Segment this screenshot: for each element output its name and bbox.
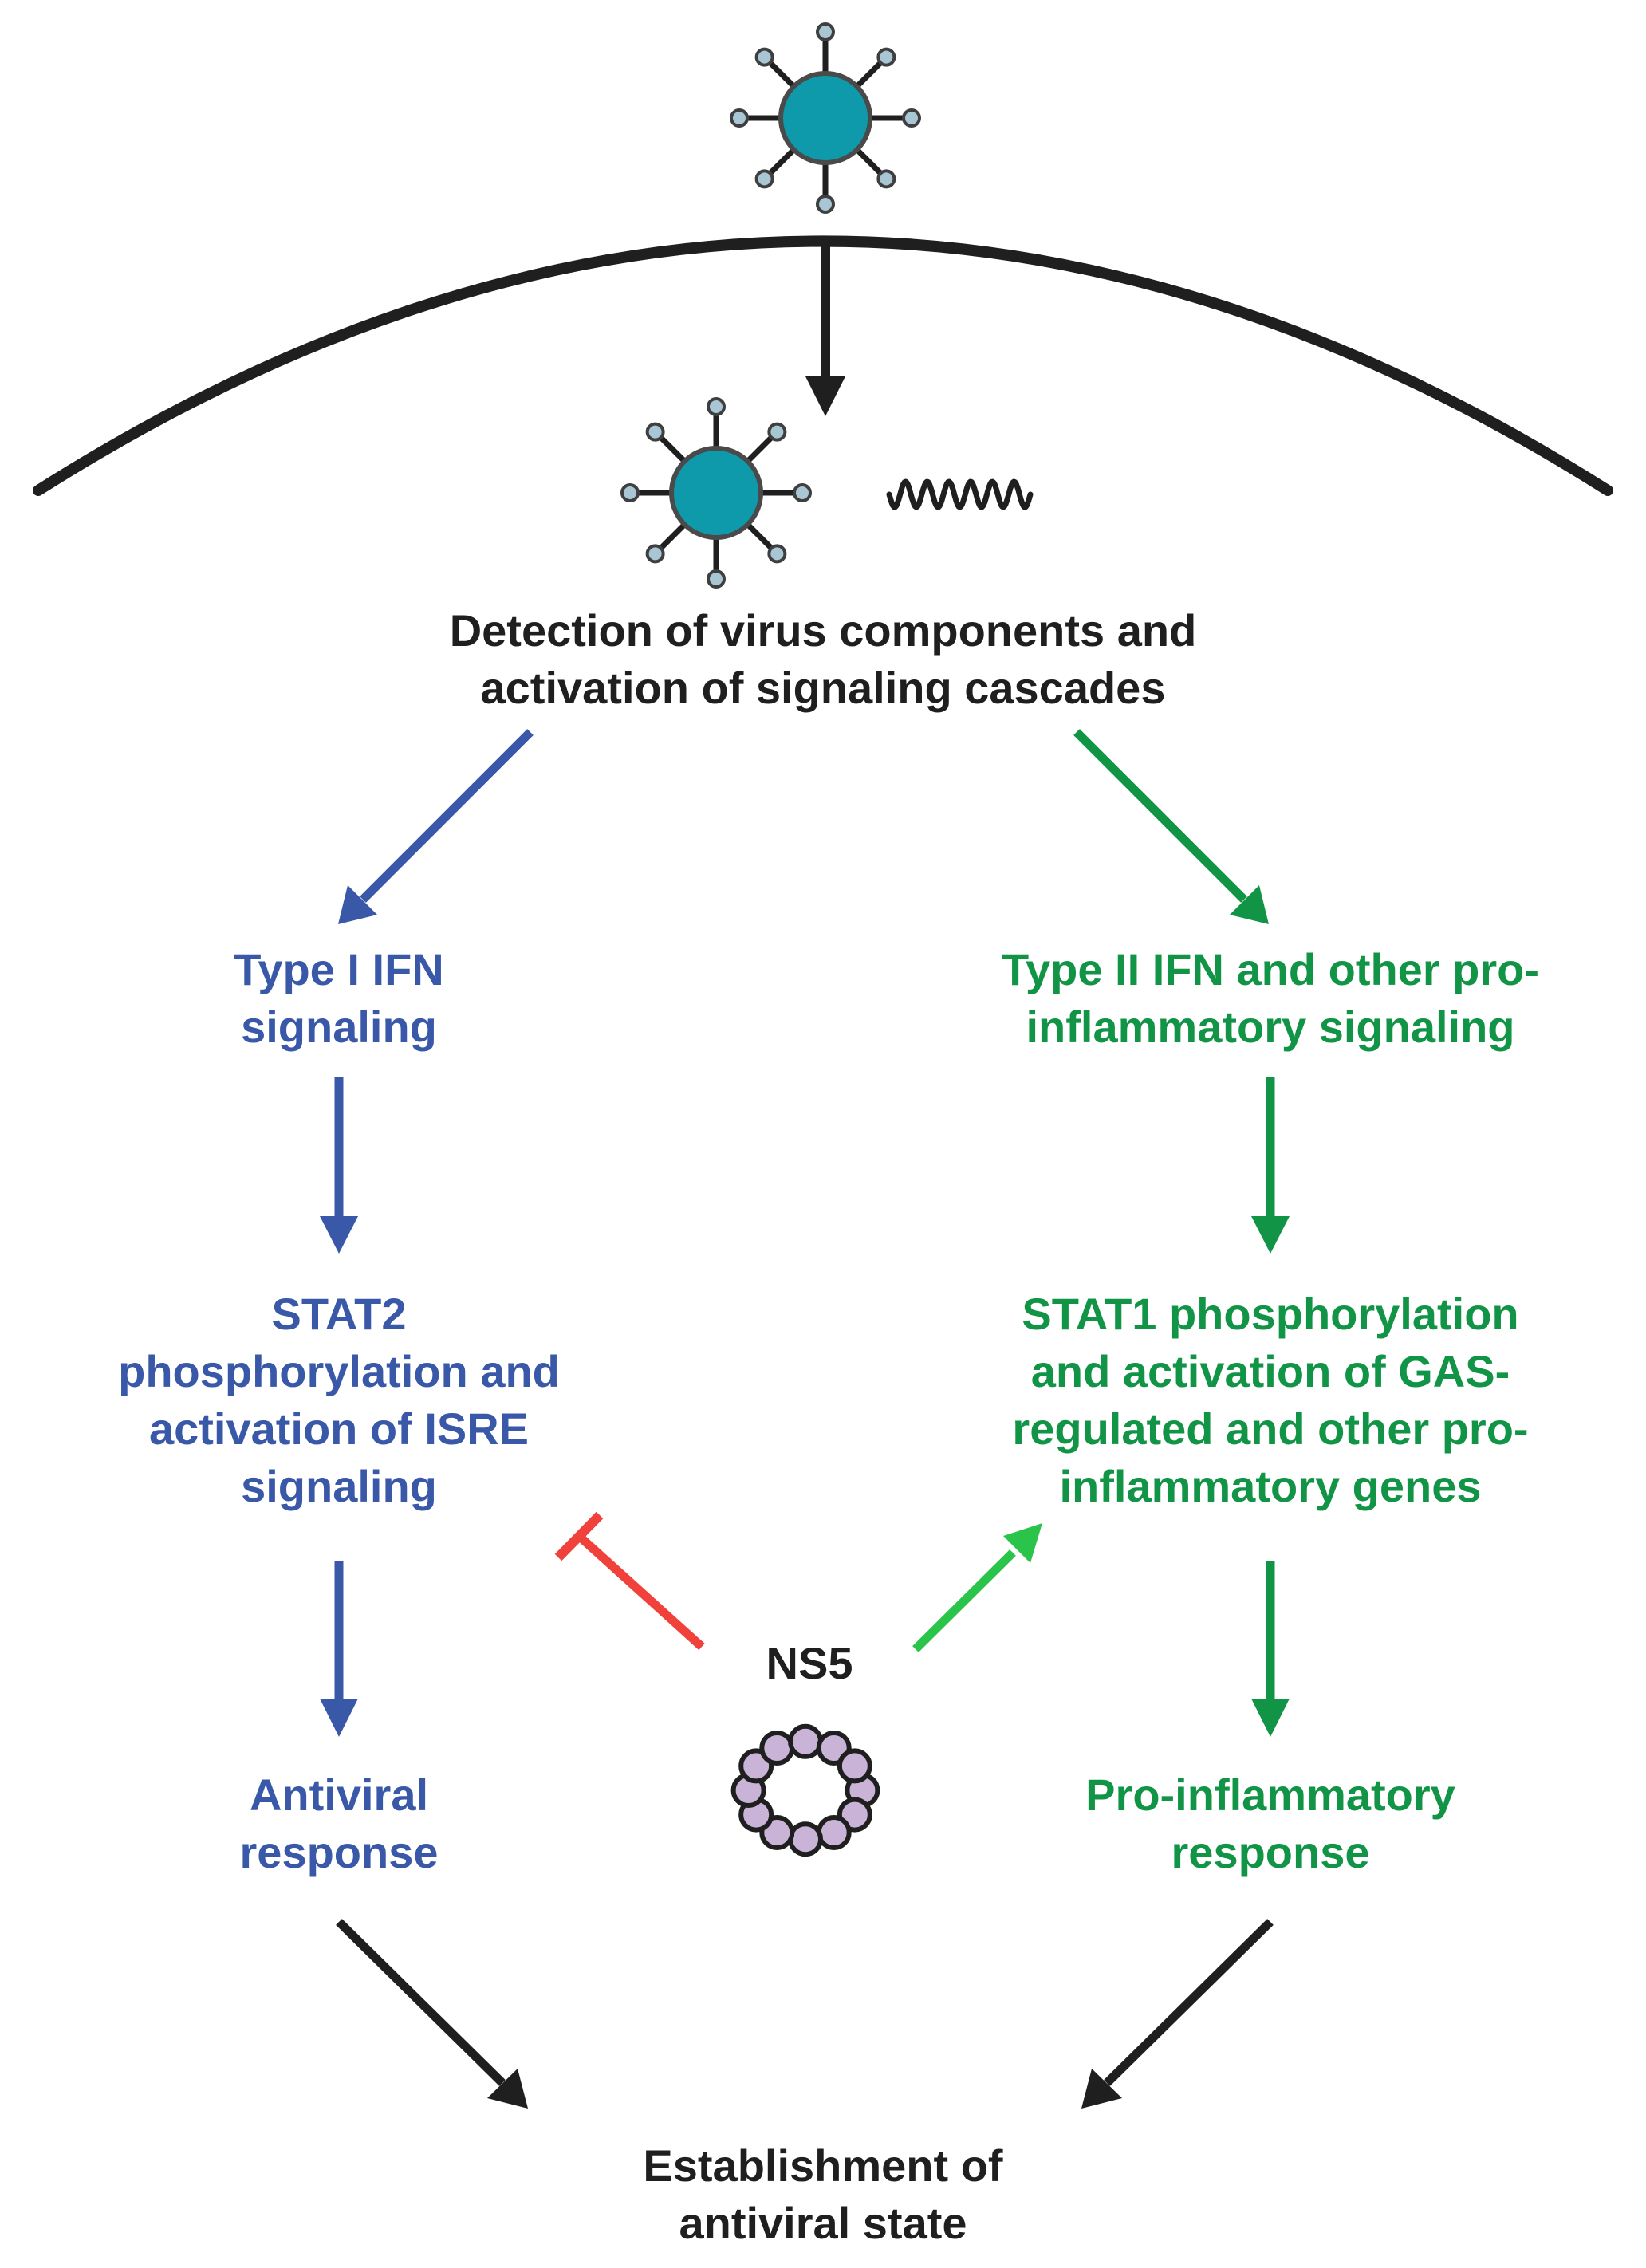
type2-line-1: Type II IFN and other pro- bbox=[1001, 944, 1540, 994]
stat2-line-1: STAT2 bbox=[271, 1289, 407, 1339]
antiviral-response-label: Antiviral response bbox=[140, 1766, 538, 1881]
ns5-label: NS5 bbox=[766, 1638, 853, 1688]
stat1-line-3: regulated and other pro- bbox=[1012, 1404, 1529, 1454]
entry-arrow bbox=[805, 239, 845, 416]
stat1-line-1: STAT1 phosphorylation bbox=[1022, 1289, 1519, 1339]
establishment-label: Establishment of antiviral state bbox=[504, 2137, 1142, 2252]
type1-line-1: Type I IFN bbox=[234, 944, 444, 994]
type1-ifn-label: Type I IFN signaling bbox=[140, 941, 538, 1056]
virus-particle-icon bbox=[620, 397, 812, 589]
ns5-inhibition-arrow bbox=[554, 1511, 705, 1651]
arrow-stat1-to-proinflammatory bbox=[1251, 1561, 1290, 1737]
type1-line-2: signaling bbox=[241, 1002, 437, 1052]
arrow-type1-to-stat2 bbox=[320, 1077, 358, 1254]
virus-particle-icon bbox=[730, 22, 921, 214]
rna-strand-icon bbox=[886, 478, 1034, 510]
stat2-line-2: phosphorylation and bbox=[118, 1346, 560, 1396]
stat1-line-2: and activation of GAS- bbox=[1030, 1346, 1510, 1396]
establishment-line-2: antiviral state bbox=[679, 2198, 967, 2248]
arrow-stat2-to-antiviral bbox=[320, 1561, 358, 1737]
establishment-line-1: Establishment of bbox=[643, 2140, 1003, 2191]
detection-label: Detection of virus components and activa… bbox=[305, 602, 1341, 717]
detection-line-2: activation of signaling cascades bbox=[480, 663, 1166, 713]
stat1-line-4: inflammatory genes bbox=[1059, 1461, 1482, 1511]
arrow-proinflammatory-to-establishment bbox=[1081, 1919, 1274, 2109]
stat2-line-3: activation of ISRE bbox=[148, 1404, 530, 1454]
type2-line-2: inflammatory signaling bbox=[1026, 1002, 1515, 1052]
proinflammatory-line-2: response bbox=[1171, 1827, 1370, 1877]
detection-line-1: Detection of virus components and bbox=[449, 605, 1197, 656]
type2-ifn-label: Type II IFN and other pro- inflammatory … bbox=[912, 941, 1629, 1056]
proinflammatory-response-label: Pro-inflammatory response bbox=[991, 1766, 1550, 1881]
antiviral-line-1: Antiviral bbox=[249, 1770, 429, 1820]
arrow-type2-to-stat1 bbox=[1251, 1077, 1290, 1254]
antiviral-line-2: response bbox=[239, 1827, 439, 1877]
stat2-line-4: signaling bbox=[241, 1461, 437, 1511]
arrow-detection-to-type2 bbox=[1073, 729, 1269, 924]
ns5-activation-arrow bbox=[912, 1523, 1042, 1652]
stat2-label: STAT2 phosphorylation and activation of … bbox=[60, 1286, 618, 1515]
arrow-detection-to-type1 bbox=[338, 729, 534, 924]
ns5-protein-ring-icon bbox=[730, 1723, 880, 1857]
stat1-label: STAT1 phosphorylation and activation of … bbox=[912, 1286, 1629, 1515]
proinflammatory-line-1: Pro-inflammatory bbox=[1085, 1770, 1455, 1820]
arrow-antiviral-to-establishment bbox=[336, 1919, 528, 2109]
